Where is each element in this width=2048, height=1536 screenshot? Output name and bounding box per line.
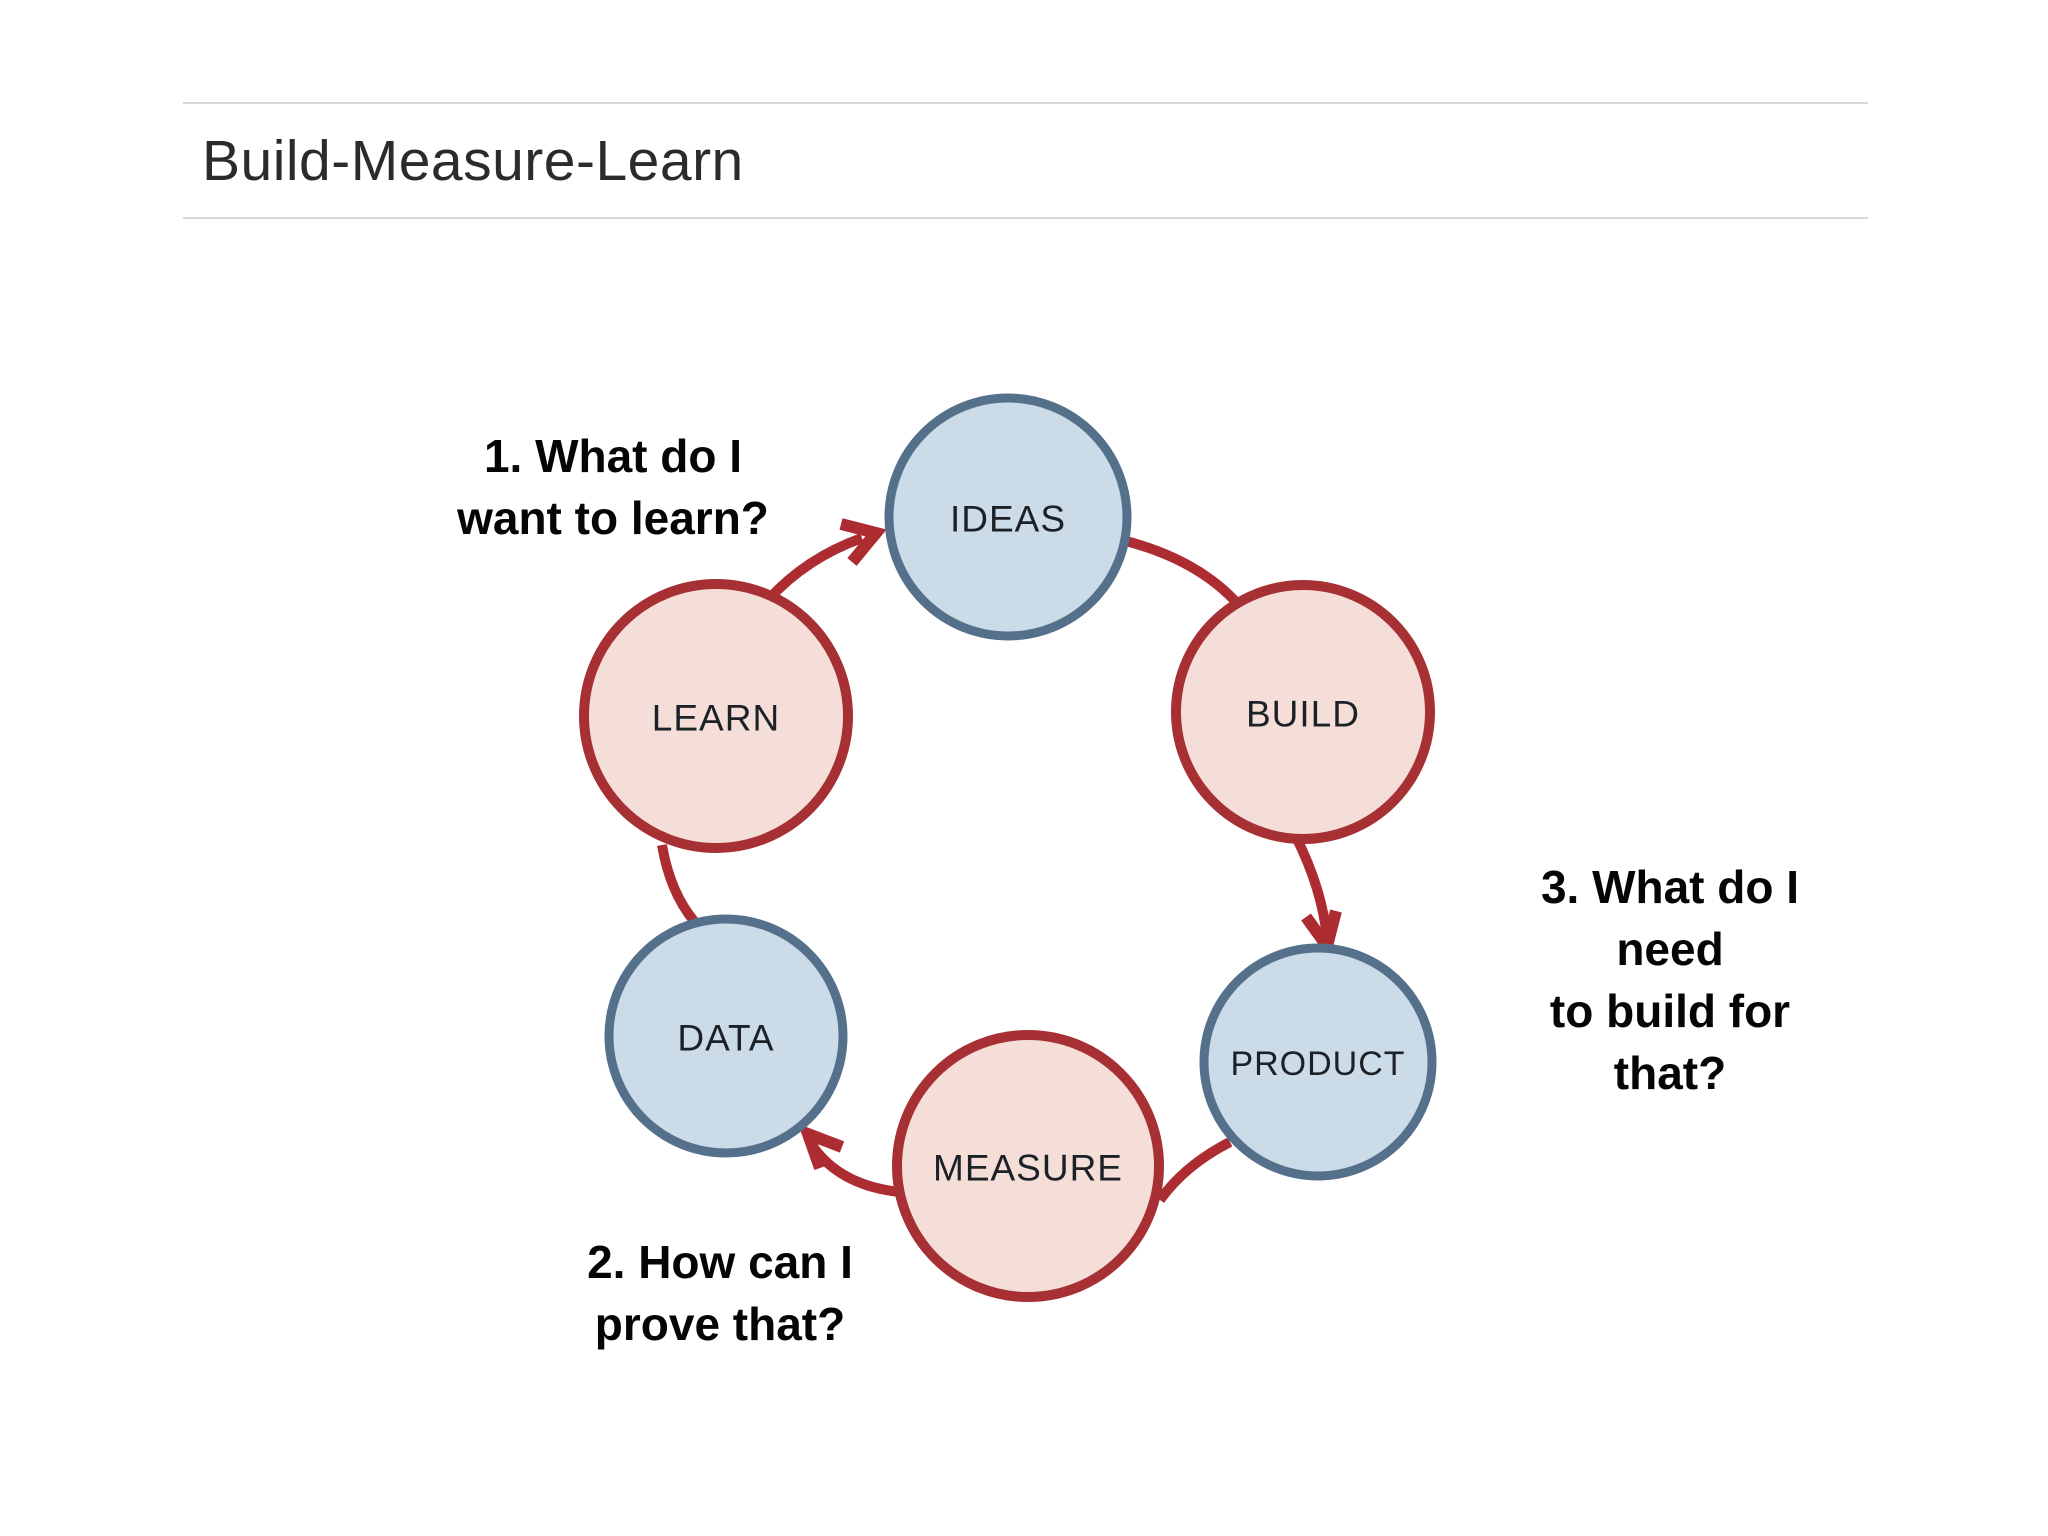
node-measure-label: MEASURE <box>933 1148 1123 1189</box>
connector-learn-to-ideas <box>764 533 864 604</box>
node-data-circle <box>604 914 848 1158</box>
node-data-label: DATA <box>677 1018 774 1059</box>
node-ideas-circle <box>884 393 1132 641</box>
node-product-circle <box>1199 943 1437 1181</box>
node-measure-circle <box>892 1030 1164 1302</box>
annotation-question-3: 3. What do I need to build for that? <box>1540 860 1800 1100</box>
node-product-label: PRODUCT <box>1230 1045 1405 1083</box>
connector-product-to-measure <box>1155 1137 1233 1203</box>
page-title: Build-Measure-Learn <box>202 128 744 193</box>
annotation-question-2: 2. How can I prove that? <box>587 1235 853 1350</box>
connector-data-to-learn <box>657 844 698 925</box>
node-ideas-label: IDEAS <box>950 499 1066 540</box>
connector-ideas-to-build <box>1120 535 1247 614</box>
connector-measure-to-data <box>809 1144 901 1197</box>
node-build-label: BUILD <box>1246 694 1360 735</box>
node-build-circle <box>1171 580 1435 844</box>
arrowhead-into-data-icon <box>798 1123 845 1170</box>
title-block: Build-Measure-Learn <box>183 102 1868 219</box>
node-learn-circle <box>579 579 853 853</box>
arrowhead-into-ideas-icon <box>839 518 887 566</box>
node-learn-label: LEARN <box>652 698 780 739</box>
annotation-question-1: 1. What do I want to learn? <box>457 429 769 544</box>
